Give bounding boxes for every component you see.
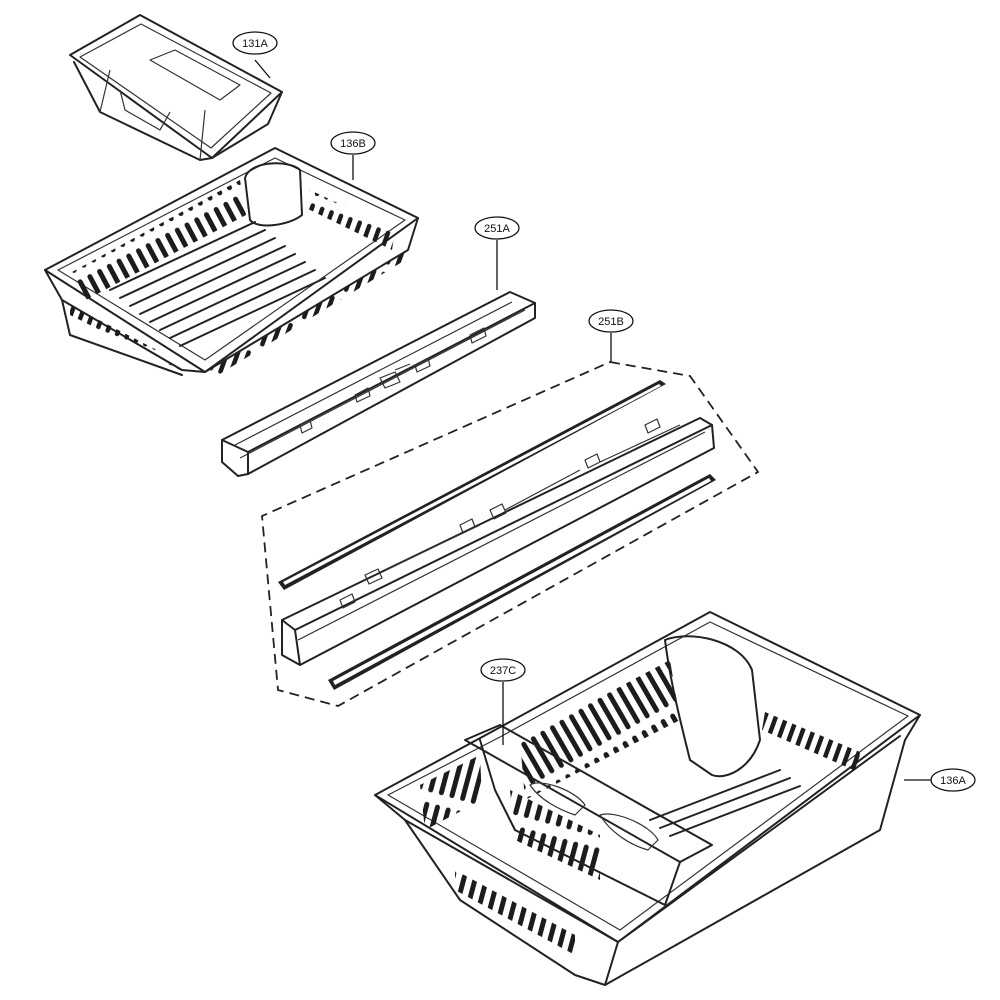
rail-251a [221,291,536,477]
callout-136a-label: 136A [940,775,966,787]
callout-131a: 131A [232,31,278,79]
callout-131a-label: 131A [242,38,268,50]
callout-237c-label: 237C [490,665,516,677]
callout-237c: 237C [480,658,526,745]
lower-basket-136a [374,611,921,986]
callout-136a: 136A [904,768,976,792]
callout-251b: 251B [588,309,634,362]
small-bin-131a [69,14,283,161]
upper-basket-136b [44,147,419,380]
rail-assembly-251b [261,361,760,707]
callout-251a-label: 251A [484,223,510,235]
callout-251a: 251A [474,216,520,290]
callout-251b-label: 251B [598,316,624,328]
callout-136b: 136B [330,131,376,180]
callout-136b-label: 136B [340,138,366,150]
